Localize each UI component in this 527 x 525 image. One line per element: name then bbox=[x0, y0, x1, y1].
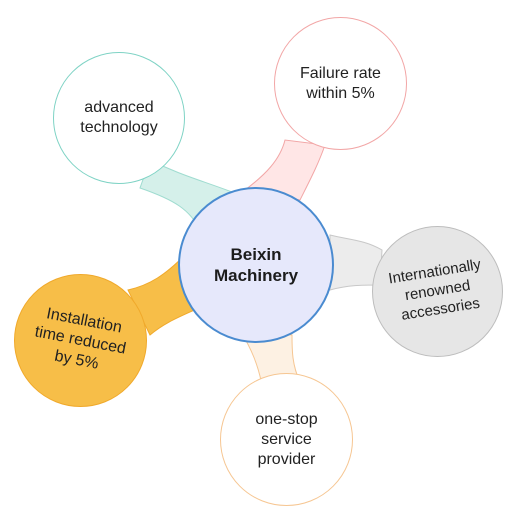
node-label: one-stop service provider bbox=[255, 410, 318, 468]
node-one-stop-service: one-stop service provider bbox=[220, 373, 353, 506]
node-label: Failure rate within 5% bbox=[300, 64, 381, 102]
node-label: Internationally renowned accessories bbox=[386, 256, 482, 324]
node-advanced-technology: advanced technology bbox=[53, 52, 185, 184]
node-failure-rate: Failure rate within 5% bbox=[274, 17, 407, 150]
node-installation-time: Installation time reduced by 5% bbox=[14, 274, 147, 407]
center-label: Beixin Machinery bbox=[213, 244, 299, 285]
center-node: Beixin Machinery bbox=[178, 187, 334, 343]
node-renowned-accessories: Internationally renowned accessories bbox=[372, 226, 503, 357]
node-label: Installation time reduced by 5% bbox=[33, 304, 128, 373]
node-label: advanced technology bbox=[80, 99, 158, 136]
